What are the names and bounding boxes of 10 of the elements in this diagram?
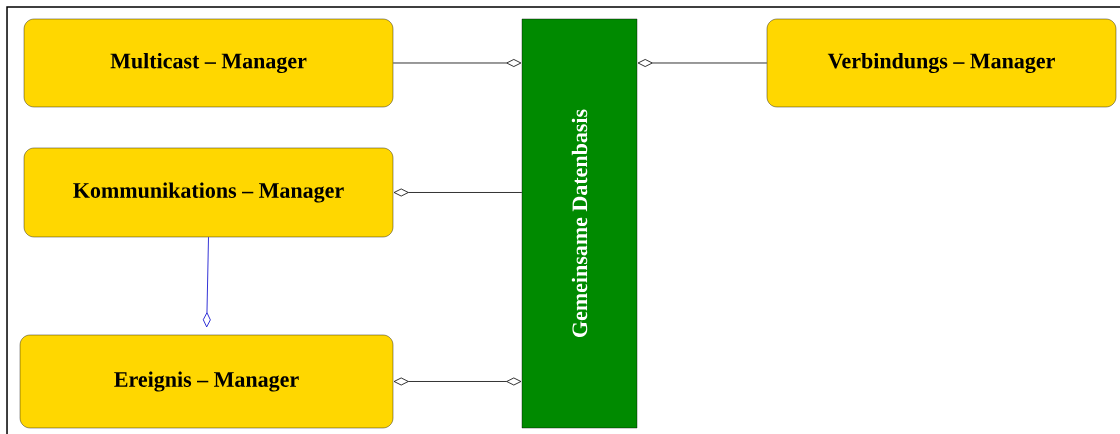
manager-box: Kommunikations – Manager [23, 147, 394, 238]
aggregation-line [637, 59, 768, 67]
manager-box: Ereignis – Manager [19, 334, 394, 429]
aggregation-line [202, 236, 211, 328]
manager-box: Multicast – Manager [23, 18, 394, 108]
aggregation-line [393, 188, 523, 197]
manager-box: Verbindungs – Manager [766, 18, 1117, 108]
aggregation-line [393, 377, 522, 386]
aggregation-line [392, 59, 522, 67]
database-bar: Gemeinsame Datenbasis [521, 18, 638, 429]
